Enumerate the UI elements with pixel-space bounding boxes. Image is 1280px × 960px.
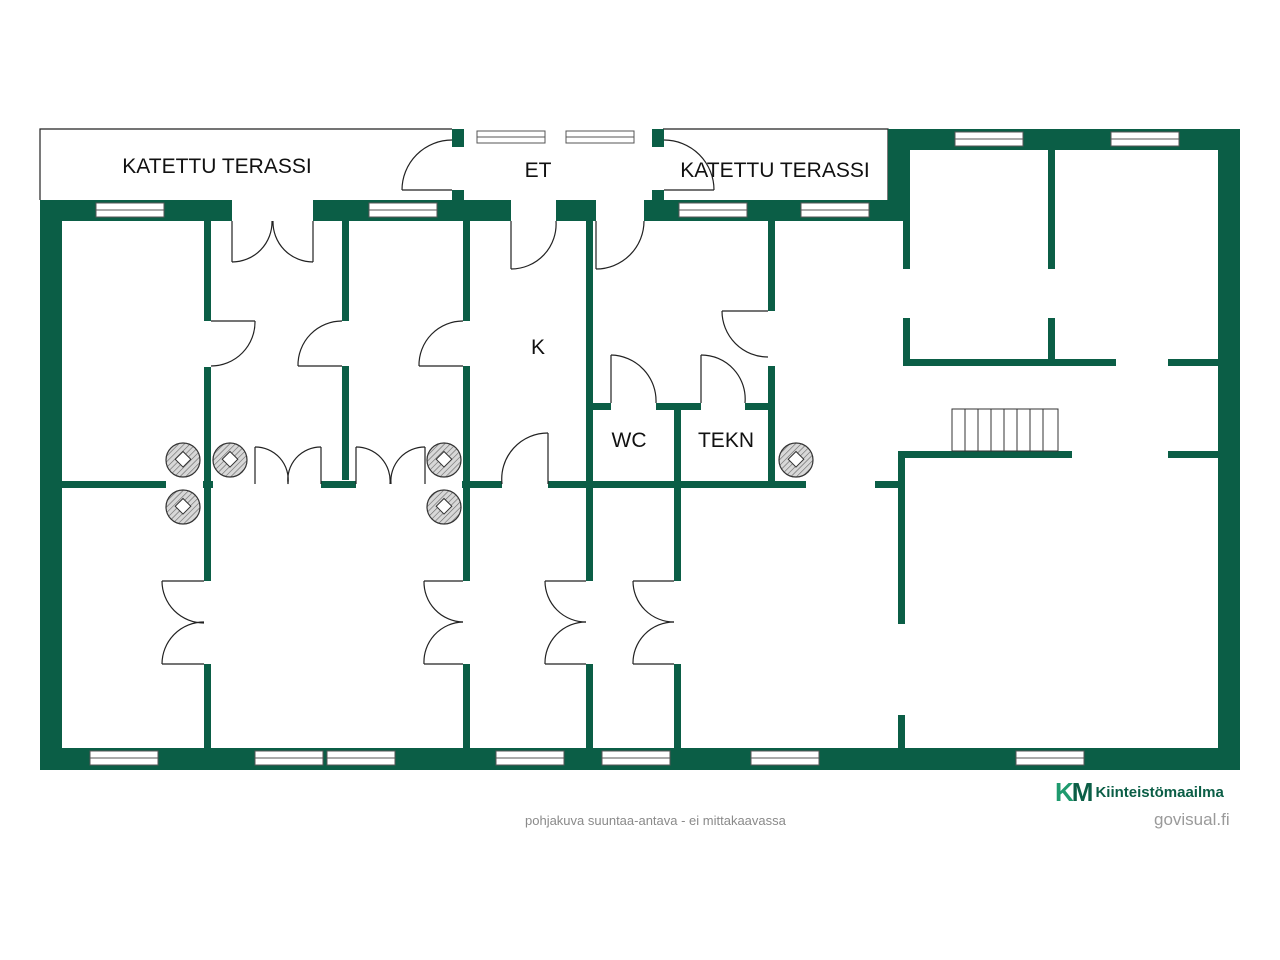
stove (426, 442, 462, 478)
window (368, 202, 438, 218)
window (476, 130, 546, 144)
door (355, 446, 426, 485)
logo-k-letter: K (1055, 777, 1074, 807)
door (254, 446, 322, 485)
window (1110, 131, 1180, 147)
door (161, 580, 205, 665)
window (750, 750, 820, 766)
window (89, 750, 159, 766)
label-terrace-right: KATETTU TERASSI (680, 159, 869, 182)
stoves (165, 442, 814, 525)
label-entry: ET (525, 159, 552, 182)
window (254, 750, 324, 766)
window (800, 202, 870, 218)
window (326, 750, 396, 766)
door (544, 580, 587, 665)
windows (89, 130, 1180, 766)
door (700, 354, 746, 404)
label-wc: WC (612, 429, 647, 452)
door (401, 139, 453, 191)
disclaimer-text: pohjakuva suuntaa-antava - ei mittakaava… (525, 813, 786, 828)
brand-name: Kiinteistömaailma (1095, 784, 1224, 801)
label-terrace-left: KATETTU TERASSI (122, 155, 311, 178)
window (495, 750, 565, 766)
door (210, 320, 256, 367)
door (632, 580, 675, 665)
door (423, 580, 464, 665)
window (678, 202, 748, 218)
door (418, 320, 464, 367)
stove (165, 489, 201, 525)
door (595, 220, 645, 270)
logo-mark: KM (1055, 777, 1094, 808)
door (610, 354, 657, 404)
label-technical: TEKN (698, 429, 754, 452)
window (954, 131, 1024, 147)
door (297, 320, 343, 367)
stairs (951, 408, 1059, 452)
credit-text: govisual.fi (1154, 810, 1230, 829)
door (663, 139, 715, 191)
window (1015, 750, 1085, 766)
door (510, 220, 557, 270)
door (501, 432, 549, 485)
window (601, 750, 671, 766)
door (231, 220, 314, 263)
stove (165, 442, 201, 478)
window (95, 202, 165, 218)
brand-logo: KM Kiinteistömaailma (1055, 777, 1224, 808)
door (721, 310, 769, 358)
stove (778, 442, 814, 478)
stove (426, 489, 462, 525)
window (565, 130, 635, 144)
label-kitchen: K (531, 336, 545, 359)
stove (212, 442, 248, 478)
doors (161, 139, 769, 665)
logo-m-letter: M (1071, 777, 1094, 807)
